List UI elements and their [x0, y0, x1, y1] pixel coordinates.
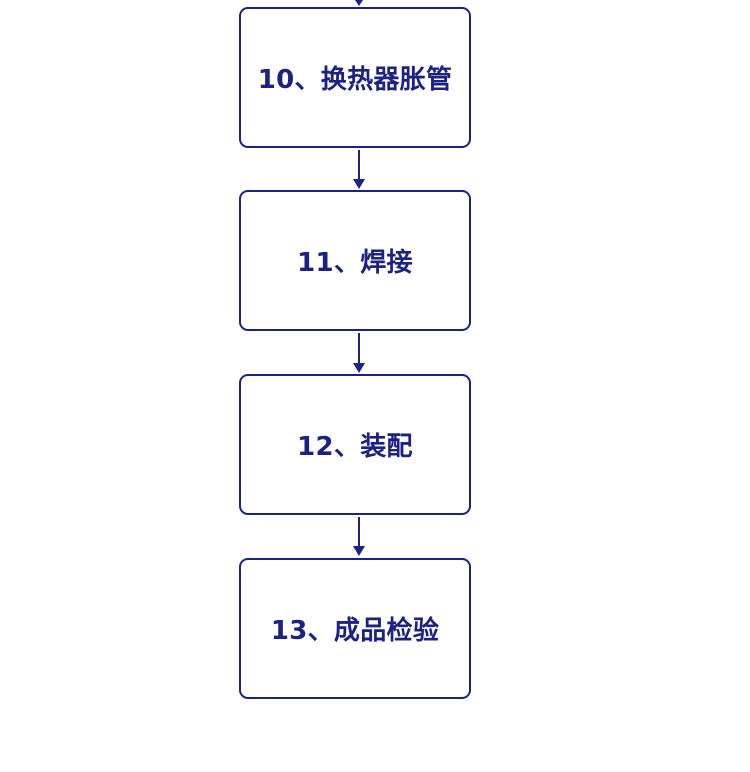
step-label-assembly: 12、装配 [297, 432, 413, 462]
step-box-tube-expansion: 10、换热器胀管 [239, 7, 471, 148]
step-label-welding: 11、焊接 [297, 248, 413, 278]
arrow-into-step-10-head [355, 0, 363, 6]
step-box-welding: 11、焊接 [239, 190, 471, 331]
arrow-step-11-to-12-head [353, 363, 365, 373]
step-label-tube-expansion: 10、换热器胀管 [257, 65, 453, 95]
step-box-final-inspection: 13、成品检验 [239, 558, 471, 699]
arrow-step-10-to-11-head [353, 179, 365, 189]
step-label-final-inspection: 13、成品检验 [270, 616, 440, 646]
arrow-step-12-to-13-head [353, 546, 365, 556]
step-box-assembly: 12、装配 [239, 374, 471, 515]
